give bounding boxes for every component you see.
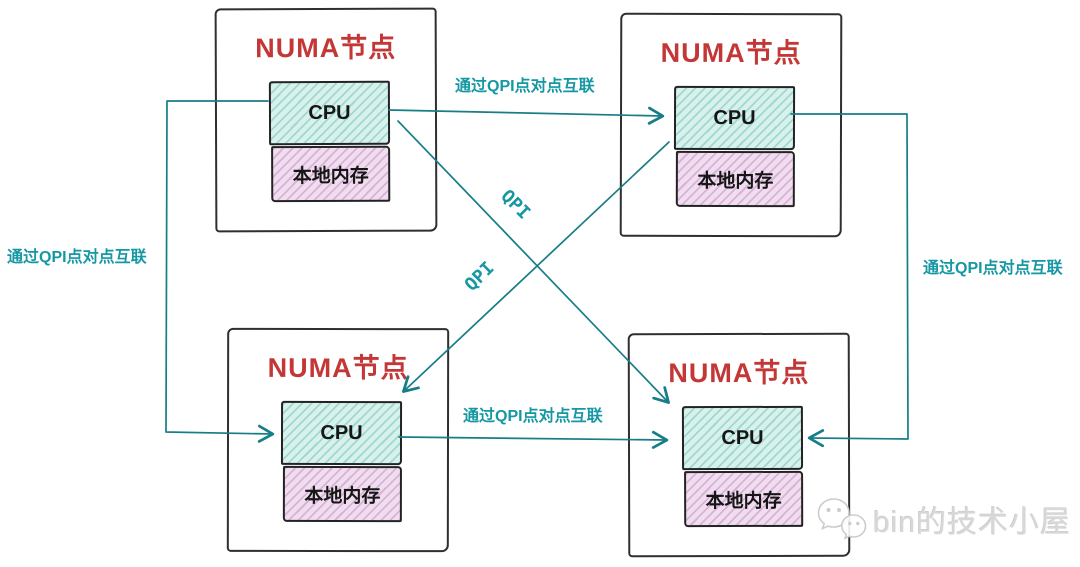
cpu-box: CPU <box>268 80 391 146</box>
cpu-box: CPU <box>280 400 403 466</box>
cpu-box: CPU <box>681 405 804 471</box>
wechat-bubbles-icon <box>817 498 867 540</box>
local-memory-box: 本地内存 <box>675 150 795 208</box>
qpi-diagonal-label-lower: QPI <box>460 257 499 296</box>
local-memory-box: 本地内存 <box>684 470 804 528</box>
local-memory-box: 本地内存 <box>271 145 391 203</box>
numa-node-bottom-left: NUMA节点 CPU 本地内存 <box>226 327 450 553</box>
watermark-text: bin的技术小屋 <box>873 506 1072 539</box>
top-link-label: 通过QPI点对点互联 <box>455 78 595 95</box>
numa-node-top-right: NUMA节点 CPU 本地内存 <box>619 12 843 238</box>
qpi-diagonal-label-upper: QPI <box>496 185 535 224</box>
numa-node-title: NUMA节点 <box>668 357 810 389</box>
local-memory-box: 本地内存 <box>282 465 402 523</box>
numa-node-top-left: NUMA节点 CPU 本地内存 <box>214 7 438 233</box>
numa-node-title: NUMA节点 <box>660 37 802 69</box>
numa-node-title: NUMA节点 <box>267 352 409 384</box>
cpu-box: CPU <box>673 85 796 151</box>
left-link-label: 通过QPI点对点互联 <box>7 249 147 266</box>
numa-node-title: NUMA节点 <box>255 32 397 64</box>
watermark: bin的技术小屋 <box>816 495 1071 543</box>
right-link-label: 通过QPI点对点互联 <box>923 260 1063 277</box>
bottom-link-label: 通过QPI点对点互联 <box>463 408 603 425</box>
